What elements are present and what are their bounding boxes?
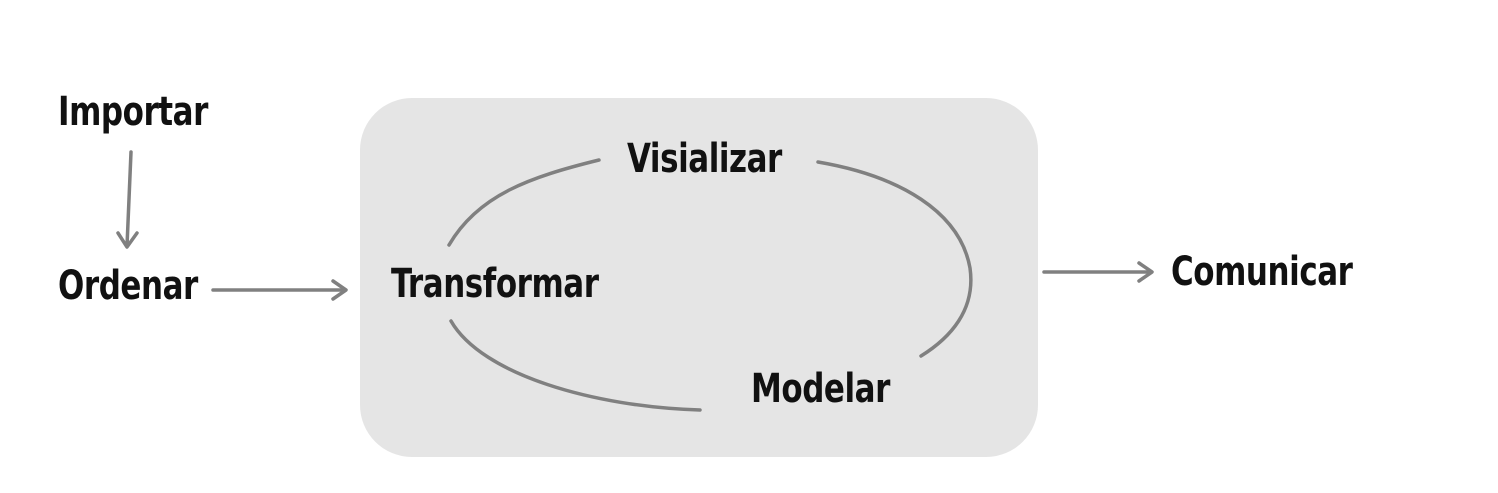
cycle-arc-transform-to-visualize [447, 158, 601, 247]
node-visualize: Visializar [627, 136, 782, 182]
arrow-import-to-tidy [116, 150, 139, 249]
node-transform: Transformar [391, 261, 599, 307]
cycle-arc-visualize-to-model [816, 160, 973, 358]
arrow-tidy-to-transform [211, 279, 348, 301]
arrow-to-communicate [1042, 261, 1154, 283]
node-tidy: Ordenar [58, 263, 198, 309]
understand-box [360, 98, 1038, 457]
node-communicate: Comunicar [1171, 249, 1353, 295]
node-import: Importar [58, 89, 208, 135]
node-model: Modelar [751, 366, 890, 412]
cycle-arc-model-to-transform [449, 319, 702, 412]
